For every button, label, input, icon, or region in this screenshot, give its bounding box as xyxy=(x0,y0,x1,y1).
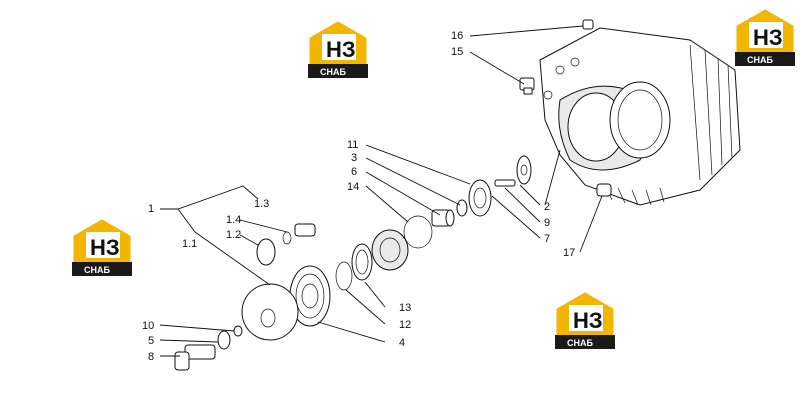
callout-15: 15 xyxy=(451,46,463,58)
watermark-caption: СНАБ xyxy=(84,265,110,275)
snap-ring-12 xyxy=(335,261,353,291)
watermark-logo: НЗ СНАБ xyxy=(554,292,616,350)
watermark-mark: НЗ xyxy=(90,235,120,260)
watermark-mark: НЗ xyxy=(753,25,783,50)
watermark-logo: НЗ СНАБ xyxy=(307,21,369,79)
watermark-caption: СНАБ xyxy=(567,338,593,348)
callout-11: 11 xyxy=(347,139,358,151)
planet-carrier-1-1 xyxy=(241,283,299,341)
callout-1: 1 xyxy=(148,203,154,215)
callout-1-4: 1.4 xyxy=(226,214,241,226)
plug-17 xyxy=(596,183,612,197)
callout-9: 9 xyxy=(544,217,550,229)
callout-1-2: 1.2 xyxy=(226,229,241,241)
planet-gear-1-2 xyxy=(256,238,276,266)
callout-4: 4 xyxy=(399,337,405,349)
callout-14: 14 xyxy=(347,181,359,193)
callout-5: 5 xyxy=(148,335,154,347)
callout-13: 13 xyxy=(399,302,411,314)
o-ring-14 xyxy=(403,215,433,249)
leader-lines xyxy=(159,25,603,357)
pin-9 xyxy=(494,179,516,187)
watermark-caption: СНАБ xyxy=(320,67,346,77)
plug-16 xyxy=(582,19,594,30)
washer-10 xyxy=(233,325,243,337)
thrust-washer-2 xyxy=(516,155,532,185)
gearbox-housing xyxy=(539,27,741,206)
callout-3: 3 xyxy=(351,152,357,164)
ring-13 xyxy=(351,243,373,281)
callout-labels: 16 15 11 3 6 14 2 9 7 17 13 12 4 1 1.1 1… xyxy=(142,30,575,363)
needle-bearing-5 xyxy=(217,330,231,350)
callout-2: 2 xyxy=(544,201,550,213)
callout-16: 16 xyxy=(451,30,463,42)
pin-1-3 xyxy=(294,223,316,237)
watermark-logo: НЗ СНАБ xyxy=(734,9,796,67)
watermark-logo: НЗ СНАБ xyxy=(71,219,133,277)
watermark-caption: СНАБ xyxy=(747,55,773,65)
callout-1-3: 1.3 xyxy=(254,198,269,210)
shaft-8 xyxy=(174,344,216,371)
callout-6: 6 xyxy=(351,166,357,178)
callout-8: 8 xyxy=(148,351,154,363)
callout-1-1: 1.1 xyxy=(182,238,197,250)
plug-15 xyxy=(519,77,535,95)
callout-12: 12 xyxy=(399,319,411,331)
callout-17: 17 xyxy=(563,247,575,259)
callout-7: 7 xyxy=(544,233,550,245)
watermark-mark: НЗ xyxy=(573,308,603,333)
watermark-mark: НЗ xyxy=(326,37,356,62)
clutch-hub xyxy=(371,229,409,271)
callout-10: 10 xyxy=(142,320,154,332)
spacer-6 xyxy=(431,209,455,227)
bearing-11 xyxy=(468,179,492,217)
ring-1-4 xyxy=(282,231,292,245)
snap-ring-3 xyxy=(456,199,468,217)
